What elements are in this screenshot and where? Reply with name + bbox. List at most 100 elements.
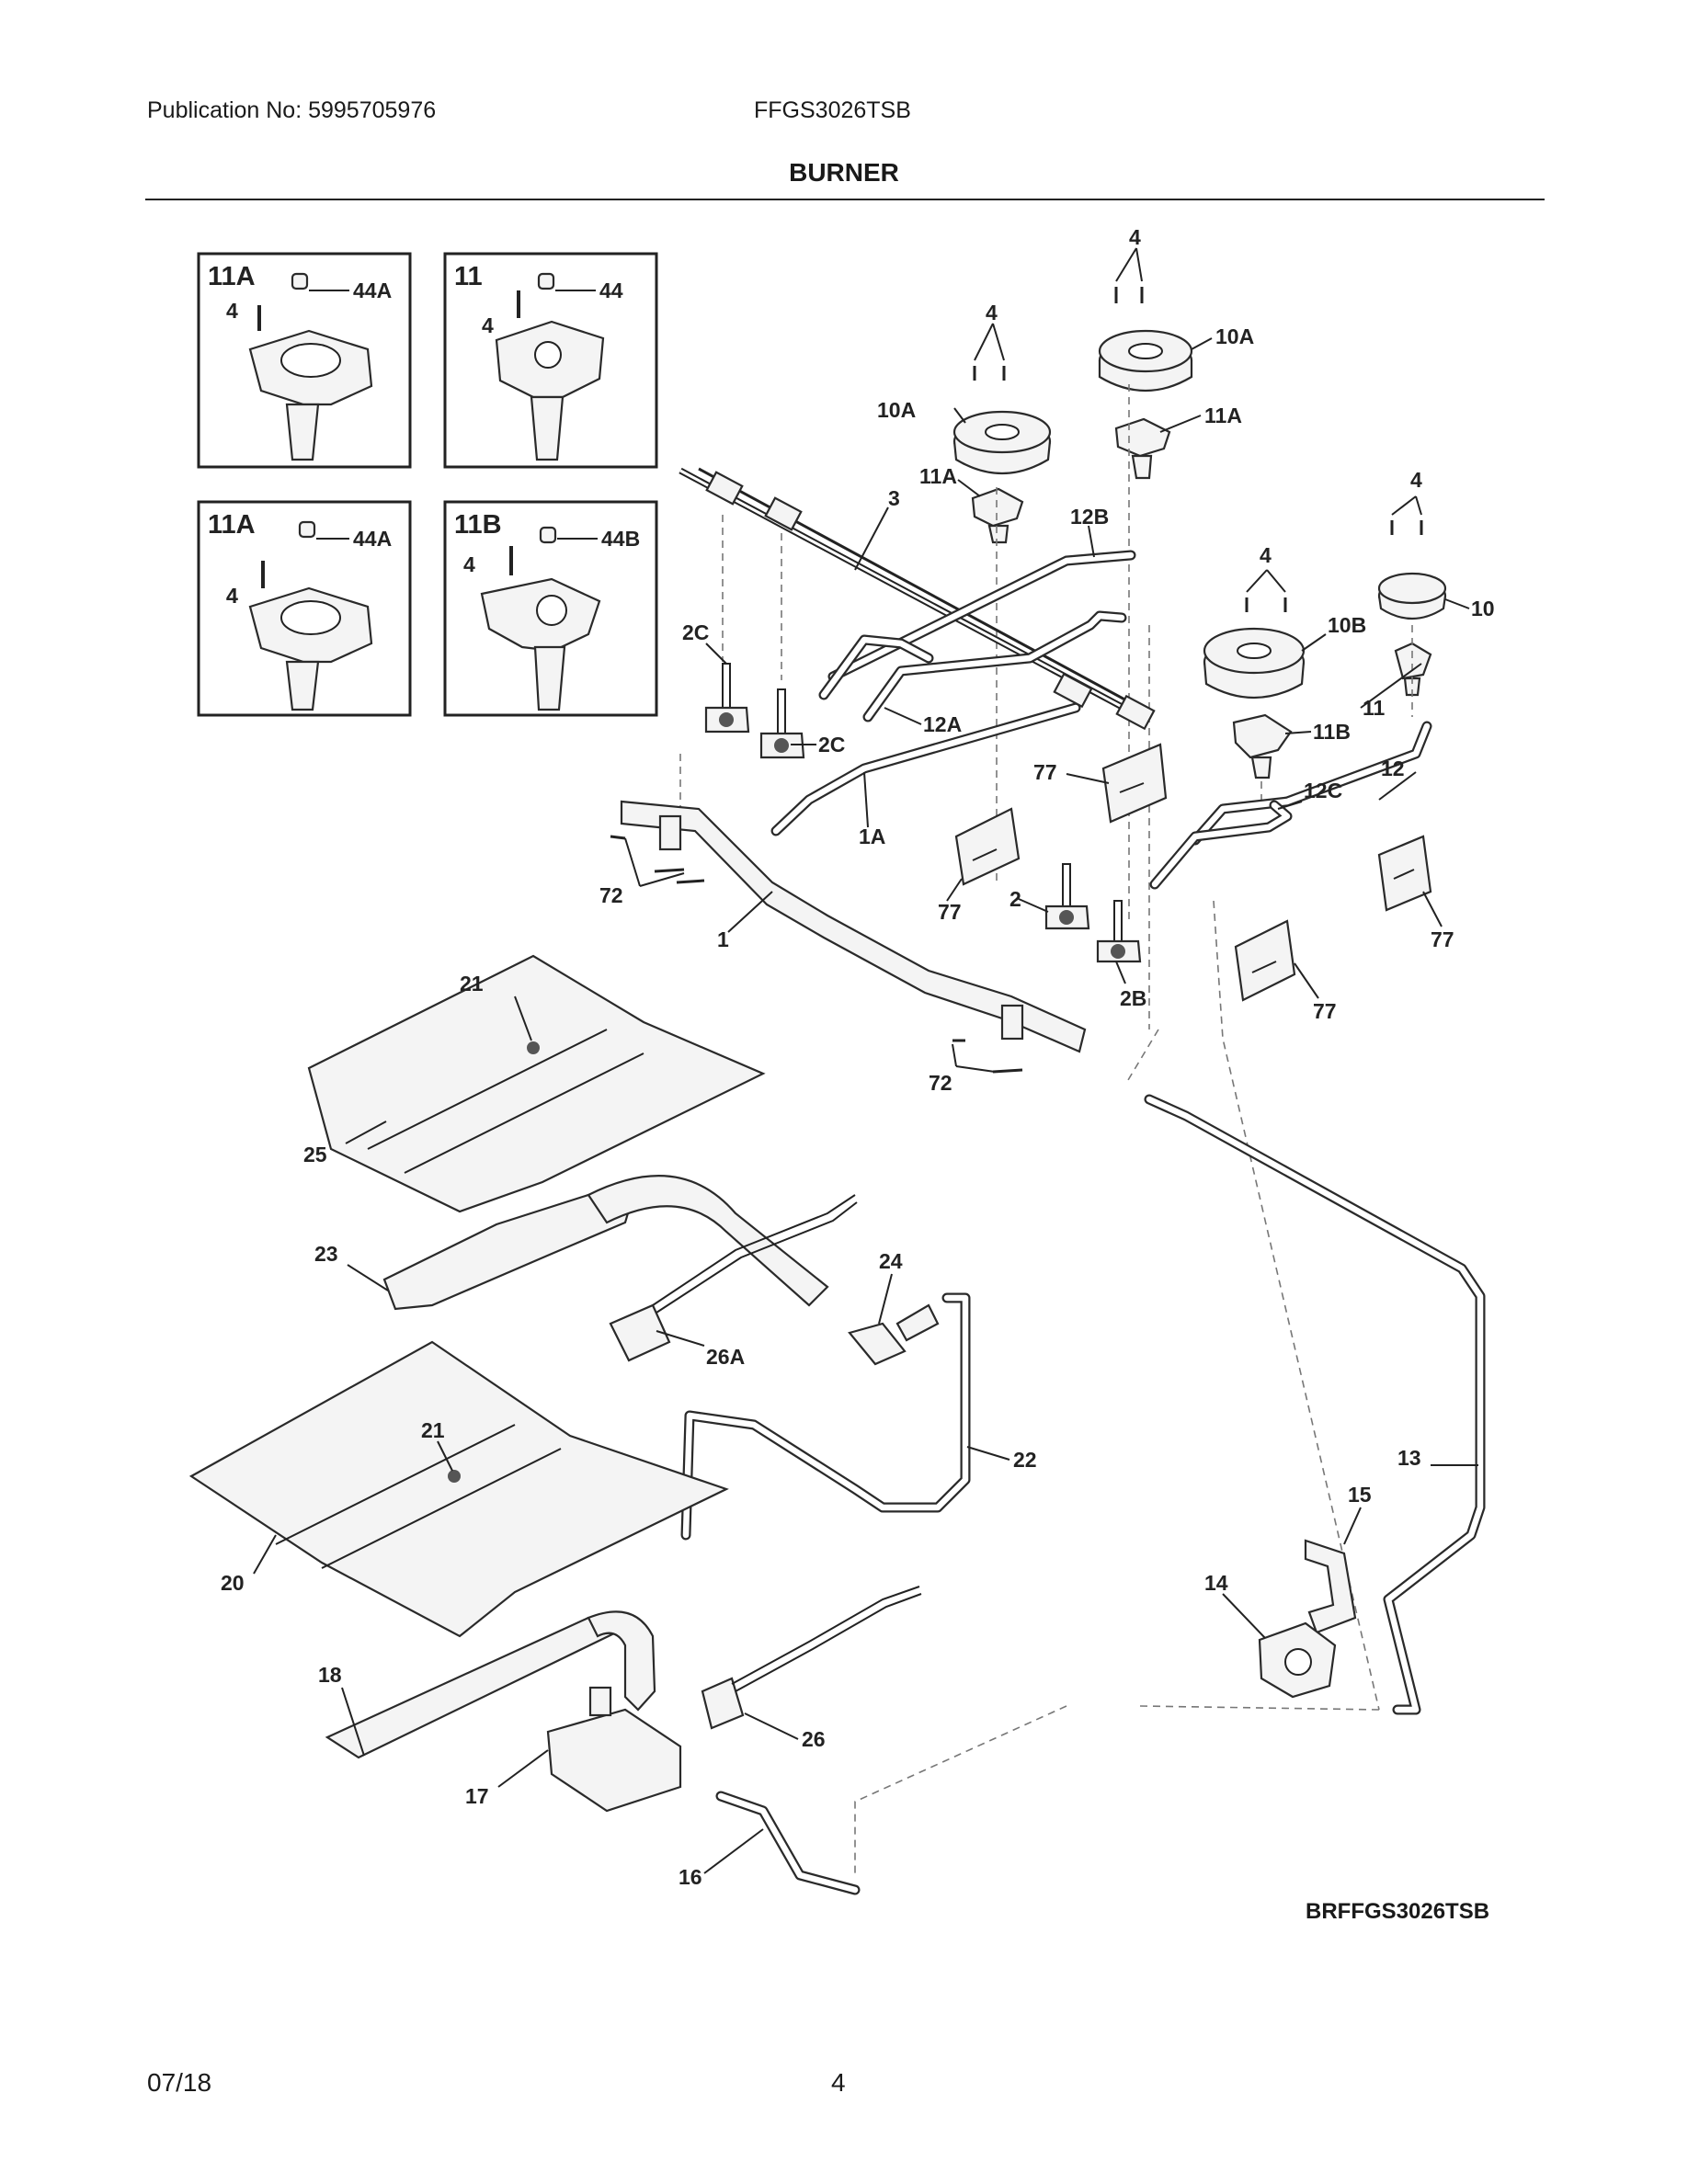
tube-12 [1190,721,1432,846]
callout-12: 12 [1381,756,1405,780]
inset-title: 11 [454,262,483,291]
tube-clip [764,496,803,531]
callout-10A: 10A [877,398,916,422]
page-title: BURNER [789,158,899,187]
bracket-77-c [1377,835,1432,912]
title-rule [145,199,1545,200]
callout-77: 77 [1431,927,1454,951]
callout-4: 4 [1260,543,1272,567]
tube-clip [705,471,744,506]
bracket-15 [1304,1539,1357,1634]
callout-24: 24 [879,1249,903,1273]
callout-2: 2 [1009,887,1021,911]
tube-clip [1115,694,1156,731]
inset-label: 4 [226,584,238,608]
valve-2C-upper [704,663,750,734]
tube-12B [818,550,1136,700]
burner-tube-23 [382,1175,829,1311]
callout-25: 25 [303,1143,327,1166]
callout-13: 13 [1397,1446,1421,1470]
callout-72: 72 [929,1071,952,1095]
callout-77: 77 [1313,999,1337,1023]
callout-10: 10 [1471,597,1495,620]
model-number: FFGS3026TSB [754,97,911,123]
callout-11B: 11B [1313,720,1351,744]
publication-number: Publication No: 5995705976 [147,97,437,123]
valve-2 [1044,863,1090,930]
callout-leaders [253,247,1478,1874]
burner-cap-10A-right [1098,329,1193,392]
screws-72 [610,835,1023,1074]
inset-label: 4 [226,584,238,608]
valve-17 [546,1686,682,1813]
callout-10A: 10A [1215,324,1254,348]
manifold-1 [620,800,1087,1053]
callout-10B: 10B [1328,613,1366,637]
bracket-77-a [1101,743,1168,824]
page-number: 4 [831,2068,846,2097]
callout-26A: 26A [706,1345,745,1369]
callout-20: 20 [221,1571,245,1595]
callout-12A: 12A [923,712,962,736]
inset-box-11B-bottom: 11B 44B 4 4 [226,500,658,717]
callout-77: 77 [938,900,962,924]
tube-13 [1144,1094,1486,1715]
heat-shield-25 [307,954,766,1213]
inset-label: 4 [463,552,475,576]
callout-2C: 2C [682,620,709,644]
callout-2B: 2B [1120,986,1146,1010]
callout-11A: 11A [1204,404,1242,427]
callout-labels: 4 10A 4 10A 11A 11A 3 12B 4 4 10 10B 11 … [221,225,1495,1889]
callout-15: 15 [1348,1483,1372,1507]
inset-box-11A-bottom: 11A 44A 4 [197,500,412,717]
burner-cap-10 [1377,572,1447,620]
callout-18: 18 [318,1663,342,1687]
inset-label: 44B [601,527,640,551]
callout-21: 21 [421,1418,445,1442]
orifice-24 [848,1303,940,1366]
valve-2B [1096,900,1142,963]
bracket-77-d [1234,919,1296,1002]
inset-box-11A-top: 11A 44A 4 [197,252,412,469]
ignitor-26A [609,1194,858,1362]
inset-label: 4 [226,299,238,323]
inset-label: 4 [482,313,494,337]
inset-label: 44A [353,527,392,551]
callout-4: 4 [986,301,998,324]
burner-cap-10A-left [952,410,1052,474]
inset-title: 11B [454,510,502,540]
regulator-14 [1258,1621,1337,1699]
tube-12C [1149,800,1293,890]
alignment-lines [679,384,1413,1875]
valve-2C-lower [759,688,805,759]
callout-23: 23 [314,1242,338,1266]
callout-16: 16 [679,1865,702,1889]
burner-tube-18 [325,1610,656,1759]
callout-17: 17 [465,1784,489,1808]
callout-21: 21 [460,972,484,995]
burner-base-11 [1394,642,1432,697]
callout-12B: 12B [1070,505,1109,529]
tube-12A [862,610,1127,722]
callout-1A: 1A [859,825,885,848]
burner-base-11A-left [971,487,1024,544]
ignitor-26 [701,1586,922,1730]
callout-12C: 12C [1304,779,1342,802]
callout-14: 14 [1204,1571,1228,1595]
tube-16 [715,1791,861,1895]
inset-label: 44 [599,279,623,302]
callout-11: 11 [1363,696,1386,720]
diagram-code: BRFFGS3026TSB [1306,1899,1490,1924]
inset-title: 11A [208,262,256,291]
bracket-77-b [954,807,1021,886]
callout-3: 3 [888,486,900,510]
burner-base-11A-right [1114,417,1171,480]
callout-72: 72 [599,883,623,907]
heat-shield-20 [191,1342,729,1638]
burner-cap-10B [1203,627,1306,699]
inset-box-11-top: 11 44 4 [443,252,658,469]
inset-title: 11A [208,510,256,540]
callout-1: 1 [717,927,729,951]
callout-22: 22 [1013,1448,1037,1472]
